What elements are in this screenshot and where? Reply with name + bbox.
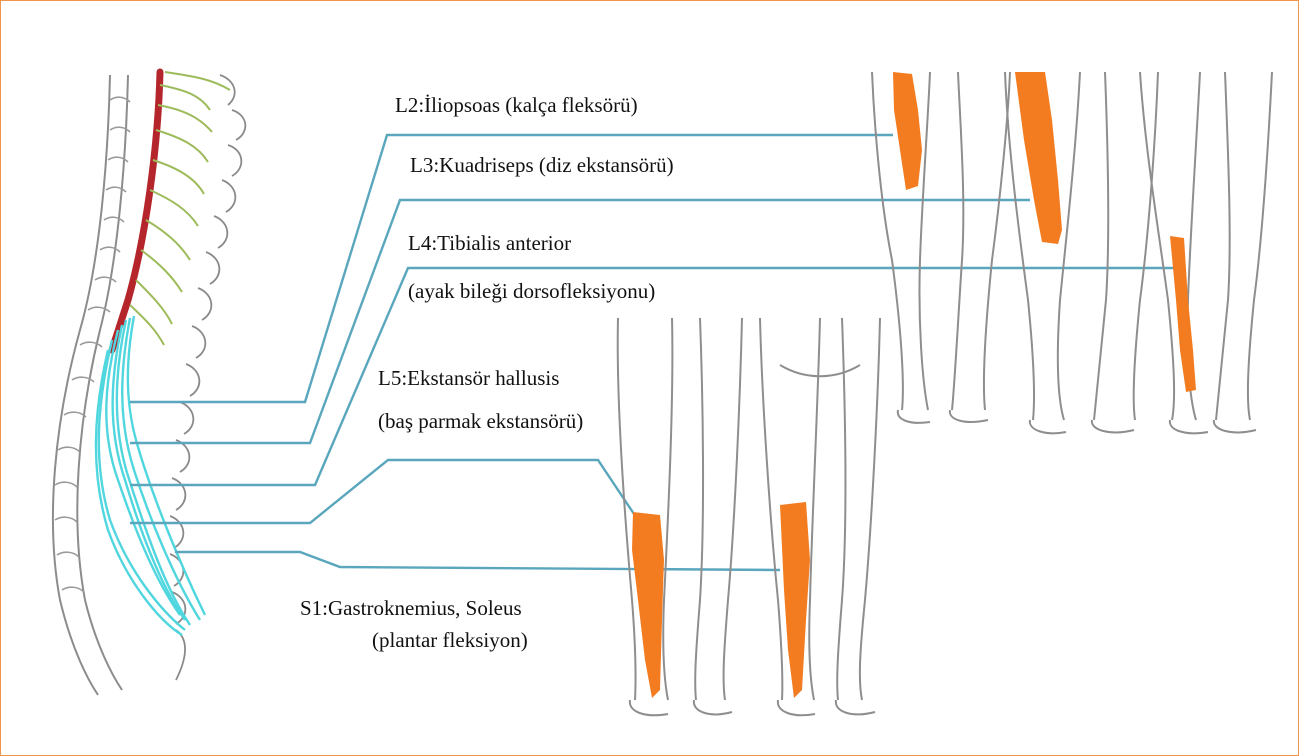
leg-l3 bbox=[1005, 72, 1158, 433]
s1-label: S1:Gastroknemius, Soleus bbox=[300, 596, 522, 620]
s1-sublabel: (plantar fleksiyon) bbox=[372, 628, 528, 652]
s1-muscle-highlight bbox=[780, 502, 810, 698]
leg-s1 bbox=[760, 318, 880, 715]
posterior-processes bbox=[170, 75, 245, 680]
leg-l5 bbox=[618, 318, 742, 715]
l5-label: L5:Ekstansör hallusis bbox=[378, 366, 559, 390]
l3-muscle-highlight bbox=[1015, 72, 1062, 244]
connector-lines bbox=[130, 135, 1175, 570]
l5-muscle-highlight bbox=[632, 512, 664, 698]
l3-connector bbox=[130, 200, 1030, 443]
s1-connector bbox=[175, 552, 780, 570]
l4-label: L4:Tibialis anterior bbox=[408, 231, 571, 255]
l5-sublabel: (baş parmak ekstansörü) bbox=[378, 409, 583, 433]
leg-l2 bbox=[872, 72, 1010, 423]
l2-label: L2:İliopsoas (kalça fleksörü) bbox=[395, 93, 638, 117]
l2-muscle-highlight bbox=[893, 72, 922, 190]
l4-sublabel: (ayak bileği dorsofleksiyonu) bbox=[408, 279, 655, 303]
cauda-equina bbox=[96, 316, 205, 635]
leg-l4 bbox=[1140, 72, 1272, 433]
l3-label: L3:Kuadriseps (diz ekstansörü) bbox=[410, 153, 674, 177]
spine-illustration bbox=[53, 75, 245, 695]
l5-connector bbox=[130, 460, 638, 523]
